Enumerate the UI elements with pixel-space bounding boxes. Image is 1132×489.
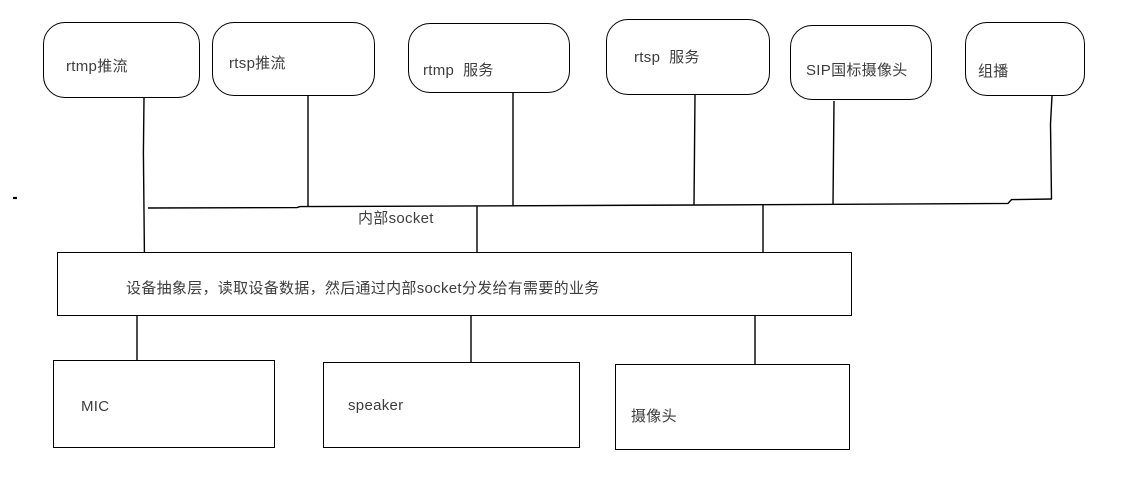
connector-sip-camera-line bbox=[832, 100, 835, 205]
node-mic: MIC bbox=[53, 360, 275, 448]
node-camera: 摄像头 bbox=[615, 364, 850, 450]
node-camera-label: 摄像头 bbox=[631, 407, 677, 425]
internal-socket-bus-label: 内部socket bbox=[358, 210, 434, 227]
node-rtsp-service-label: rtsp 服务 bbox=[634, 48, 700, 66]
node-device-abstraction-layer-label: 设备抽象层，读取设备数据，然后通过内部socket分发给有需要的业务 bbox=[126, 279, 600, 297]
node-rtmp-push: rtmp推流 bbox=[43, 22, 200, 98]
connector-rtmp-push-line bbox=[142, 97, 146, 253]
node-device-abstraction-layer: 设备抽象层，读取设备数据，然后通过内部socket分发给有需要的业务 bbox=[57, 252, 852, 316]
node-sip-camera-label: SIP国标摄像头 bbox=[806, 62, 908, 79]
connector-rtsp-service-line bbox=[693, 94, 696, 206]
node-rtsp-push: rtsp推流 bbox=[212, 22, 375, 96]
node-rtmp-push-label: rtmp推流 bbox=[66, 57, 128, 75]
node-rtsp-push-label: rtsp推流 bbox=[229, 54, 286, 72]
internal-socket-bus-line bbox=[147, 198, 1053, 209]
node-multicast-label: 组播 bbox=[978, 62, 1009, 80]
node-rtmp-service-label: rtmp 服务 bbox=[423, 61, 494, 79]
node-speaker: speaker bbox=[323, 362, 580, 448]
node-speaker-label: speaker bbox=[348, 396, 404, 414]
node-mic-label: MIC bbox=[81, 397, 110, 415]
node-rtmp-service: rtmp 服务 bbox=[408, 23, 570, 93]
node-sip-camera: SIP国标摄像头 bbox=[790, 25, 932, 100]
node-rtsp-service: rtsp 服务 bbox=[606, 19, 770, 95]
connector-multicast-line bbox=[1049, 95, 1053, 200]
node-multicast: 组播 bbox=[965, 22, 1085, 96]
